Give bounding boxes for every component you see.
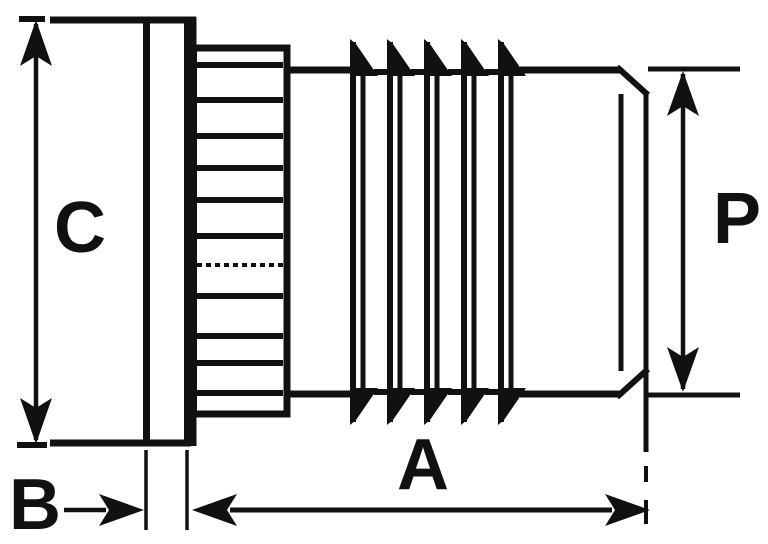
p-arrowhead-up	[667, 71, 699, 116]
tip-bottom-chamfer	[614, 366, 651, 400]
p-dimension-label: P	[713, 179, 761, 259]
nut-outline	[190, 44, 291, 418]
b-arrowhead-right	[99, 494, 144, 526]
thread-flank-lines-minor	[360, 74, 514, 390]
c-arrowhead-up	[20, 20, 52, 66]
a-dimension-label: A	[397, 425, 449, 505]
flange	[143, 16, 191, 447]
a-arrowhead-left	[192, 494, 237, 526]
c-arrowhead-down	[20, 398, 52, 444]
flange-outline	[143, 16, 191, 447]
c-dimension-label: C	[54, 188, 106, 268]
coupling-nut	[189, 17, 291, 446]
thread-teeth-bottom	[350, 388, 526, 425]
nut-knurl-lines	[197, 62, 283, 396]
dimension-b: B	[9, 450, 189, 544]
fitting-body	[287, 39, 651, 452]
thread-flank-lines-major	[350, 42, 504, 422]
thread-teeth-top	[350, 39, 526, 76]
p-arrowhead-down	[667, 347, 699, 392]
dimension-a: A	[192, 425, 650, 526]
tip-top-chamfer	[614, 64, 651, 98]
dimension-p: P	[648, 66, 761, 398]
a-arrowhead-right	[605, 494, 650, 526]
b-dimension-label: B	[9, 465, 61, 544]
dimension-c: C	[17, 16, 196, 448]
